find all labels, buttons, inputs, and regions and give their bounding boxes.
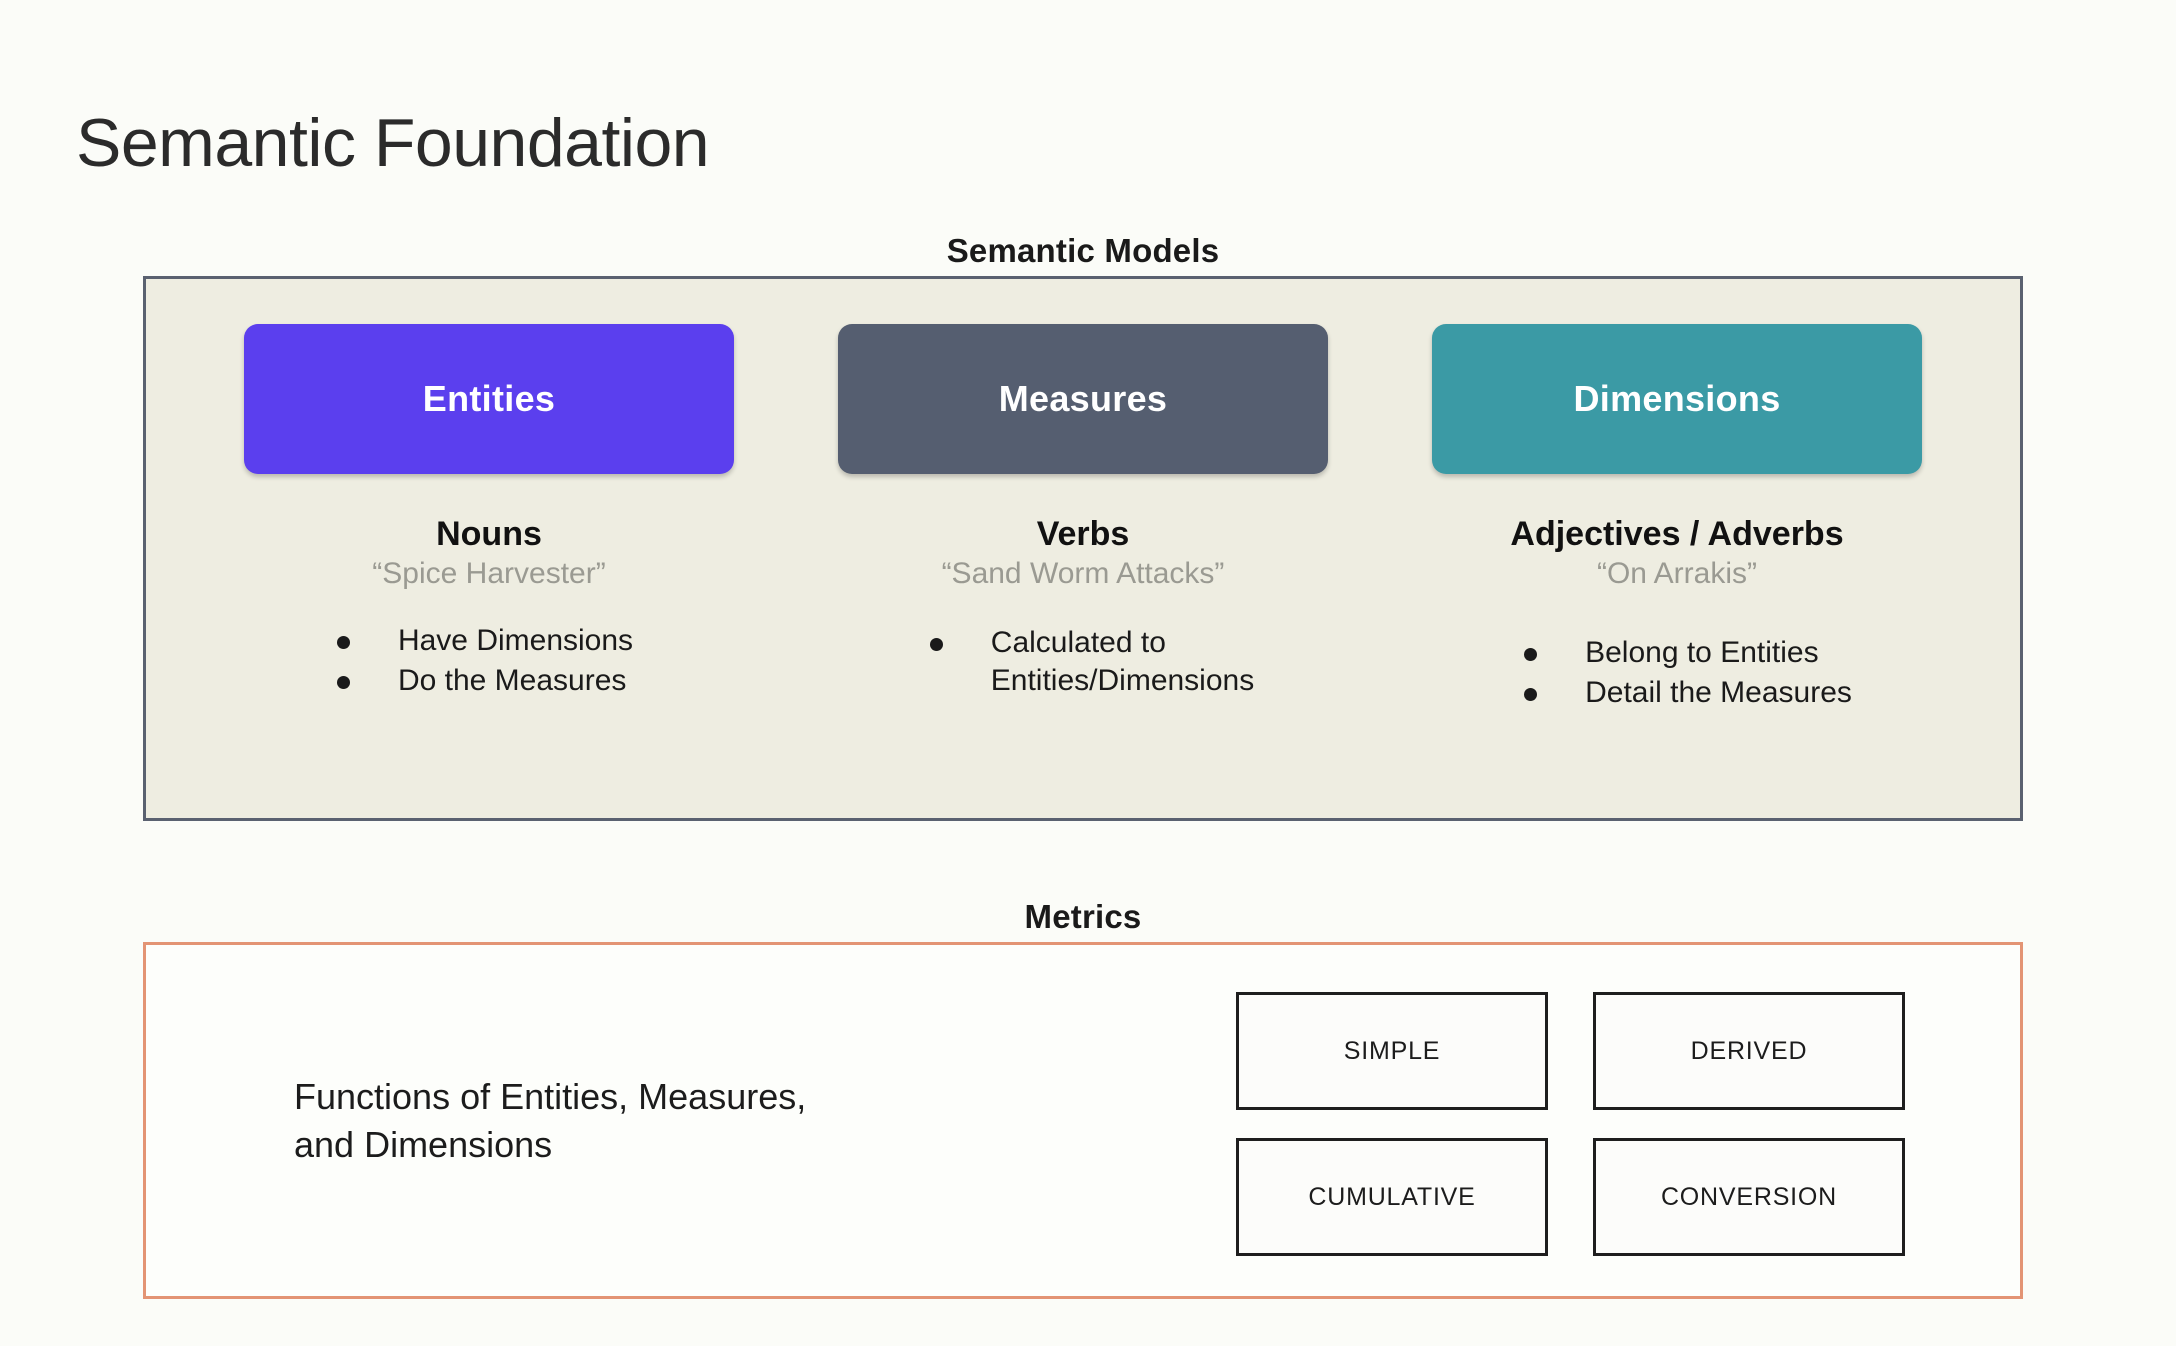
metrics-panel: Functions of Entities, Measures, and Dim…	[143, 942, 2023, 1299]
measures-pill[interactable]: Measures	[838, 324, 1328, 474]
semantic-models-section: Semantic Models Entities Nouns “Spice Ha…	[143, 232, 2023, 821]
metric-type-conversion[interactable]: CONVERSION	[1593, 1138, 1905, 1256]
entities-pill[interactable]: Entities	[244, 324, 734, 474]
metric-type-cumulative[interactable]: CUMULATIVE	[1236, 1138, 1548, 1256]
dimensions-pill[interactable]: Dimensions	[1432, 324, 1922, 474]
bullet-text: Detail the Measures	[1585, 676, 1852, 710]
metrics-heading: Metrics	[1024, 898, 1142, 935]
list-item: Detail the Measures	[1524, 674, 1852, 712]
entities-bullet-list: Have Dimensions Do the Measures	[336, 622, 634, 703]
semantic-column-dimensions: Dimensions Adjectives / Adverbs “On Arra…	[1380, 324, 1974, 818]
bullet-dot-icon	[336, 676, 350, 690]
dimensions-part-of-speech: Adjectives / Adverbs	[1510, 515, 1844, 553]
list-item: Do the Measures	[336, 662, 633, 700]
list-item: Have Dimensions	[336, 622, 634, 660]
metric-type-simple[interactable]: SIMPLE	[1236, 992, 1548, 1110]
metric-type-derived[interactable]: DERIVED	[1593, 992, 1905, 1110]
list-item: Calculated to Entities/Dimensions	[929, 624, 1255, 701]
dimensions-example: “On Arrakis”	[1596, 557, 1758, 591]
bullet-text: Calculated to Entities/Dimensions	[990, 625, 1255, 698]
entities-part-of-speech: Nouns	[436, 515, 542, 553]
semantic-column-measures: Measures Verbs “Sand Worm Attacks” Calcu…	[786, 324, 1380, 818]
list-item: Belong to Entities	[1524, 634, 1852, 672]
bullet-dot-icon	[929, 637, 943, 651]
metrics-section: Metrics Functions of Entities, Measures,…	[143, 898, 2023, 1299]
bullet-text: Belong to Entities	[1585, 635, 1819, 669]
measures-bullet-list: Calculated to Entities/Dimensions	[929, 624, 1255, 703]
bullet-dot-icon	[1524, 647, 1538, 661]
metric-type-grid: SIMPLE DERIVED CUMULATIVE CONVERSION	[1236, 992, 1905, 1256]
measures-part-of-speech: Verbs	[1036, 515, 1130, 553]
bullet-text: Do the Measures	[397, 664, 627, 698]
bullet-dot-icon	[1524, 688, 1538, 702]
measures-example: “Sand Worm Attacks”	[941, 557, 1225, 591]
metrics-description: Functions of Entities, Measures, and Dim…	[294, 1076, 807, 1165]
semantic-models-heading: Semantic Models	[946, 232, 1220, 269]
entities-example: “Spice Harvester”	[372, 557, 606, 591]
bullet-text: Have Dimensions	[397, 623, 634, 657]
bullet-dot-icon	[336, 635, 350, 649]
dimensions-bullet-list: Belong to Entities Detail the Measures	[1524, 634, 1852, 715]
semantic-models-panel: Entities Nouns “Spice Harvester” Have Di…	[143, 276, 2023, 821]
page-title: Semantic Foundation	[76, 104, 710, 181]
semantic-column-entities: Entities Nouns “Spice Harvester” Have Di…	[192, 324, 786, 818]
